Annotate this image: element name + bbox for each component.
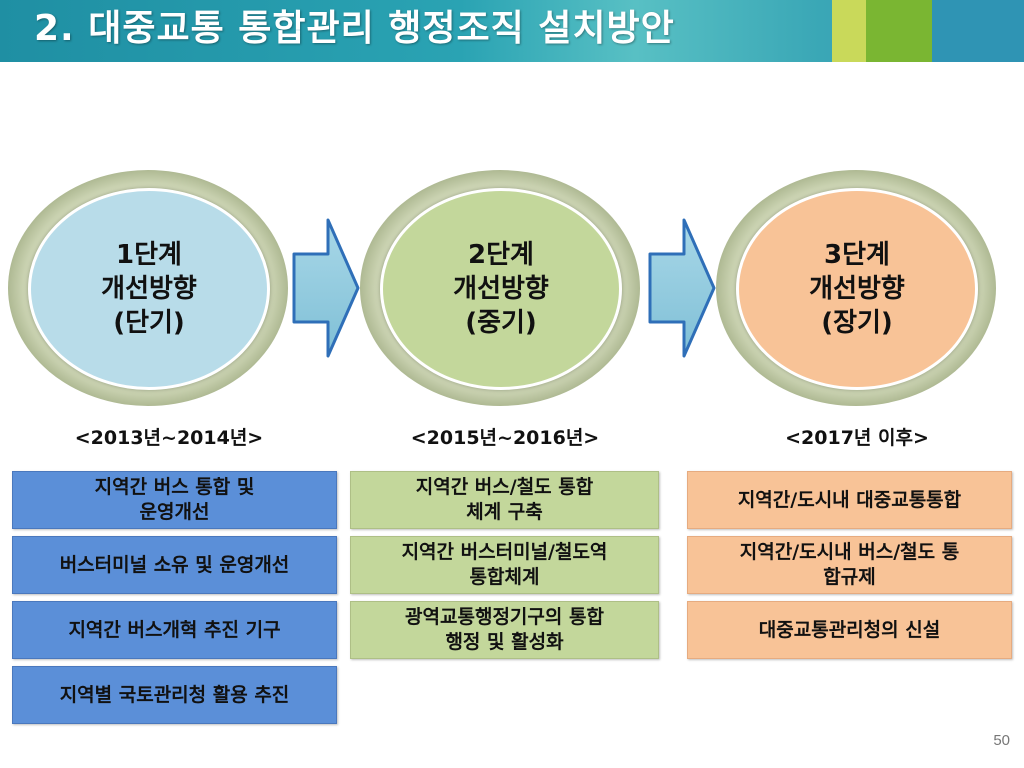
- stage-2-direction: 개선방향: [453, 274, 549, 304]
- header-accent-teal: [932, 0, 1024, 62]
- stage-2-number: 2단계: [468, 240, 534, 270]
- stage-2-period: <2015년~2016년>: [410, 427, 600, 449]
- stage-1-task-1: 지역간 버스 통합 및 운영개선: [12, 471, 337, 529]
- stage-1-task-4: 지역별 국토관리청 활용 추진: [12, 666, 337, 724]
- stage-2-task-2: 지역간 버스터미널/철도역 통합체계: [350, 536, 659, 594]
- stage-2-task-3: 광역교통행정기구의 통합 행정 및 활성화: [350, 601, 659, 659]
- stage-2-task-1: 지역간 버스/철도 통합 체계 구축: [350, 471, 659, 529]
- stage-3-task-2: 지역간/도시내 버스/철도 통 합규제: [687, 536, 1012, 594]
- stage-2-circle: 2단계 개선방향 (중기): [380, 188, 622, 390]
- header-accent-green: [866, 0, 932, 62]
- header-accent-lime: [832, 0, 866, 62]
- stage-1-node: 1단계 개선방향 (단기): [8, 170, 288, 406]
- page-number: 50: [993, 732, 1010, 749]
- stage-3-number: 3단계: [824, 240, 890, 270]
- stage-3-node: 3단계 개선방향 (장기): [716, 170, 996, 406]
- stage-1-direction: 개선방향: [101, 274, 197, 304]
- stage-2-term: (중기): [465, 308, 537, 338]
- stage-3-task-3: 대중교통관리청의 신설: [687, 601, 1012, 659]
- stage-1-circle: 1단계 개선방향 (단기): [28, 188, 270, 390]
- stage-1-task-3: 지역간 버스개혁 추진 기구: [12, 601, 337, 659]
- stage-2-node: 2단계 개선방향 (중기): [360, 170, 640, 406]
- stage-1-number: 1단계: [116, 240, 182, 270]
- stage-3-term: (장기): [821, 308, 893, 338]
- stage-3-period: <2017년 이후>: [785, 427, 929, 449]
- stage-3-task-1: 지역간/도시내 대중교통통합: [687, 471, 1012, 529]
- stage-3-direction: 개선방향: [809, 274, 905, 304]
- page-title: 2. 대중교통 통합관리 행정조직 설치방안: [34, 8, 675, 49]
- stage-1-period: <2013년~2014년>: [74, 427, 264, 449]
- header-bar: 2. 대중교통 통합관리 행정조직 설치방안: [0, 0, 1024, 62]
- stage-1-to-2-arrow-icon: [292, 218, 360, 358]
- stage-1-task-2: 버스터미널 소유 및 운영개선: [12, 536, 337, 594]
- stage-2-to-3-arrow-icon: [648, 218, 716, 358]
- stage-1-term: (단기): [113, 308, 185, 338]
- stage-3-circle: 3단계 개선방향 (장기): [736, 188, 978, 390]
